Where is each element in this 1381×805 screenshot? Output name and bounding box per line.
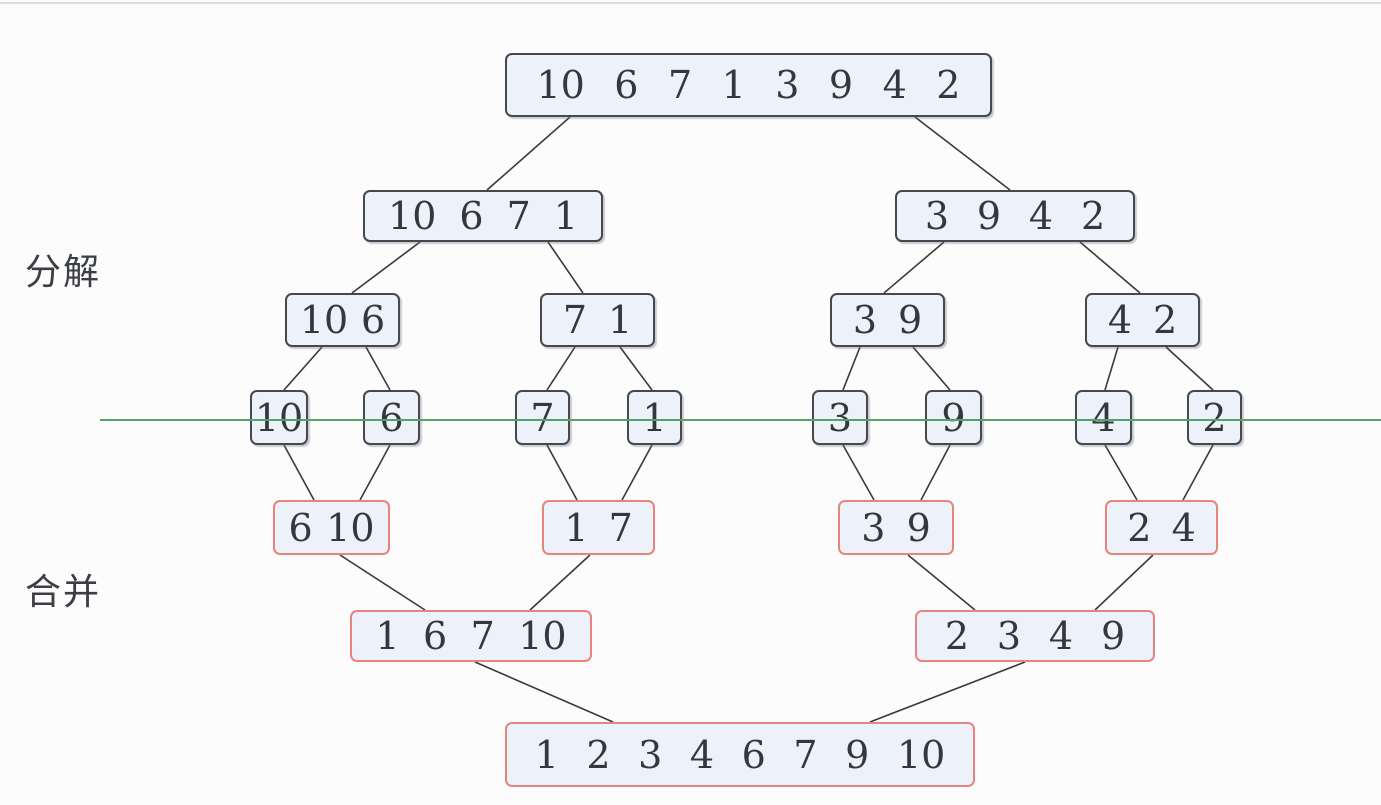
array-number: 4 xyxy=(1091,395,1116,440)
array-number: 2 xyxy=(936,63,961,107)
array-number: 6 xyxy=(379,395,404,440)
array-number: 4 xyxy=(1171,505,1196,550)
array-number: 9 xyxy=(976,194,1002,238)
array-number: 1 xyxy=(375,614,400,658)
single-element-box-7: 7 xyxy=(515,390,570,445)
single-element-box-10: 10 xyxy=(250,390,308,445)
array-number: 10 xyxy=(536,63,585,107)
merge-connector-lines xyxy=(283,444,1214,723)
array-number: 6 xyxy=(423,614,448,658)
array-number: 1 xyxy=(607,298,633,342)
array-number: 9 xyxy=(1100,614,1126,658)
array-number: 4 xyxy=(689,732,715,777)
array-number: 10 xyxy=(518,614,567,658)
array-number: 7 xyxy=(562,298,588,342)
array-number: 3 xyxy=(638,732,663,777)
array-number: 3 xyxy=(996,614,1022,658)
array-number: 3 xyxy=(827,395,853,440)
array-number: 2 xyxy=(1080,194,1106,238)
array-number: 2 xyxy=(944,614,970,658)
array-number: 6 xyxy=(614,63,639,107)
array-number: 3 xyxy=(861,505,886,550)
array-number: 2 xyxy=(1127,505,1152,550)
array-number: 4 xyxy=(1107,298,1133,342)
array-number: 2 xyxy=(1202,395,1227,440)
array-number: 7 xyxy=(506,194,531,238)
array-number: 9 xyxy=(845,732,870,777)
phase-label-merge: 合并 xyxy=(25,571,102,612)
array-number: 7 xyxy=(793,732,818,777)
array-number: 10 xyxy=(388,194,437,238)
array-number: 4 xyxy=(882,63,907,107)
single-element-box-2: 2 xyxy=(1187,390,1242,445)
array-number: 9 xyxy=(897,298,923,342)
array-number: 7 xyxy=(608,505,633,550)
array-number: 6 xyxy=(741,732,766,777)
single-element-box-9: 9 xyxy=(925,390,982,445)
single-element-box-1: 1 xyxy=(627,390,682,445)
merge-level1-box-1: 6 10 xyxy=(273,500,390,555)
array-number: 6 xyxy=(459,194,484,238)
array-number: 4 xyxy=(1048,614,1074,658)
array-number: 7 xyxy=(470,614,495,658)
array-number: 3 xyxy=(775,63,800,107)
array-number: 9 xyxy=(906,505,931,550)
array-number: 4 xyxy=(1028,194,1054,238)
array-number: 1 xyxy=(553,194,578,238)
single-element-box-4: 4 xyxy=(1075,390,1132,445)
array-number: 2 xyxy=(1152,298,1178,342)
array-number: 9 xyxy=(828,63,854,107)
array-number: 1 xyxy=(642,395,667,440)
array-number: 3 xyxy=(852,298,878,342)
array-number: 10 xyxy=(299,298,349,342)
split-connector-lines xyxy=(283,116,1214,391)
array-number: 1 xyxy=(564,505,589,550)
array-number: 9 xyxy=(941,395,966,440)
array-number: 1 xyxy=(534,732,559,777)
array-number: 6 xyxy=(360,298,386,342)
single-element-box-3: 3 xyxy=(812,390,868,445)
array-number: 10 xyxy=(254,395,304,440)
single-element-box-6: 6 xyxy=(363,390,420,445)
array-number: 2 xyxy=(586,732,611,777)
array-number: 3 xyxy=(924,194,950,238)
array-number: 7 xyxy=(530,395,555,440)
phase-label-decompose: 分解 xyxy=(25,251,102,292)
recursion-base-green-line xyxy=(100,419,1381,421)
array-number: 7 xyxy=(667,63,693,107)
array-number: 10 xyxy=(896,732,946,777)
array-number: 1 xyxy=(721,63,746,107)
top-divider-line xyxy=(0,2,1381,4)
array-number: 6 xyxy=(288,505,313,550)
array-number: 10 xyxy=(326,505,375,550)
